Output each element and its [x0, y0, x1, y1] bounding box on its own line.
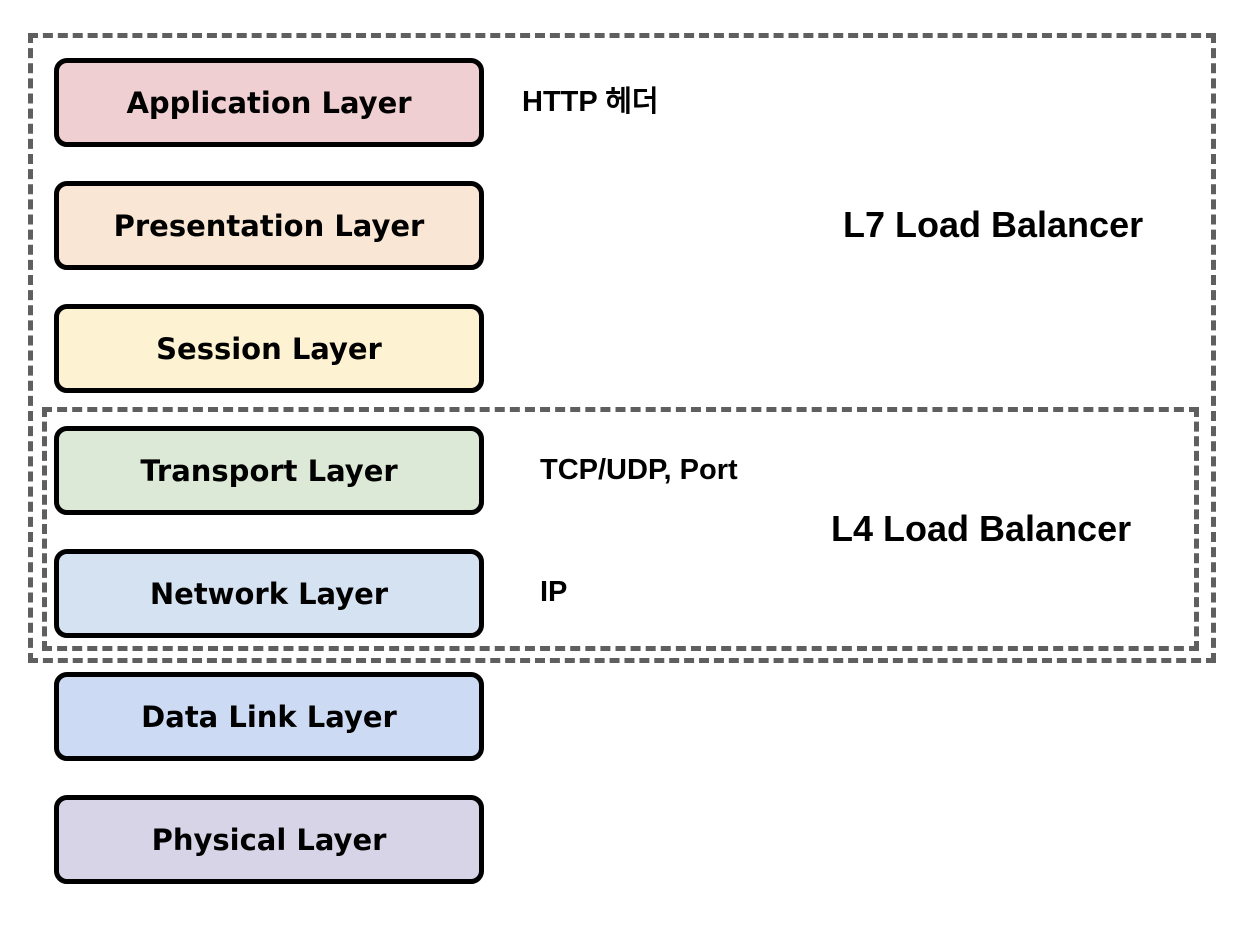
physical-layer-box: Physical Layer [54, 795, 484, 884]
transport-layer-label: Transport Layer [140, 453, 398, 488]
network-layer-box: Network Layer [54, 549, 484, 638]
tcp-udp-port-annotation: TCP/UDP, Port [540, 454, 738, 486]
application-layer-box: Application Layer [54, 58, 484, 147]
application-layer-label: Application Layer [126, 85, 412, 120]
session-layer-label: Session Layer [156, 331, 382, 366]
l4-boundary [42, 407, 1199, 651]
network-layer-label: Network Layer [149, 576, 389, 611]
session-layer-box: Session Layer [54, 304, 484, 393]
physical-layer-label: Physical Layer [151, 822, 387, 857]
data-link-layer-box: Data Link Layer [54, 672, 484, 761]
presentation-layer-box: Presentation Layer [54, 181, 484, 270]
l7-boundary [28, 33, 1216, 663]
ip-annotation: IP [540, 576, 568, 608]
data-link-layer-label: Data Link Layer [141, 699, 397, 734]
presentation-layer-label: Presentation Layer [113, 208, 425, 243]
l7-load-balancer-label: L7 Load Balancer [843, 204, 1144, 245]
http-header-annotation: HTTP 헤더 [522, 86, 659, 118]
transport-layer-box: Transport Layer [54, 426, 484, 515]
l4-load-balancer-label: L4 Load Balancer [831, 508, 1132, 549]
